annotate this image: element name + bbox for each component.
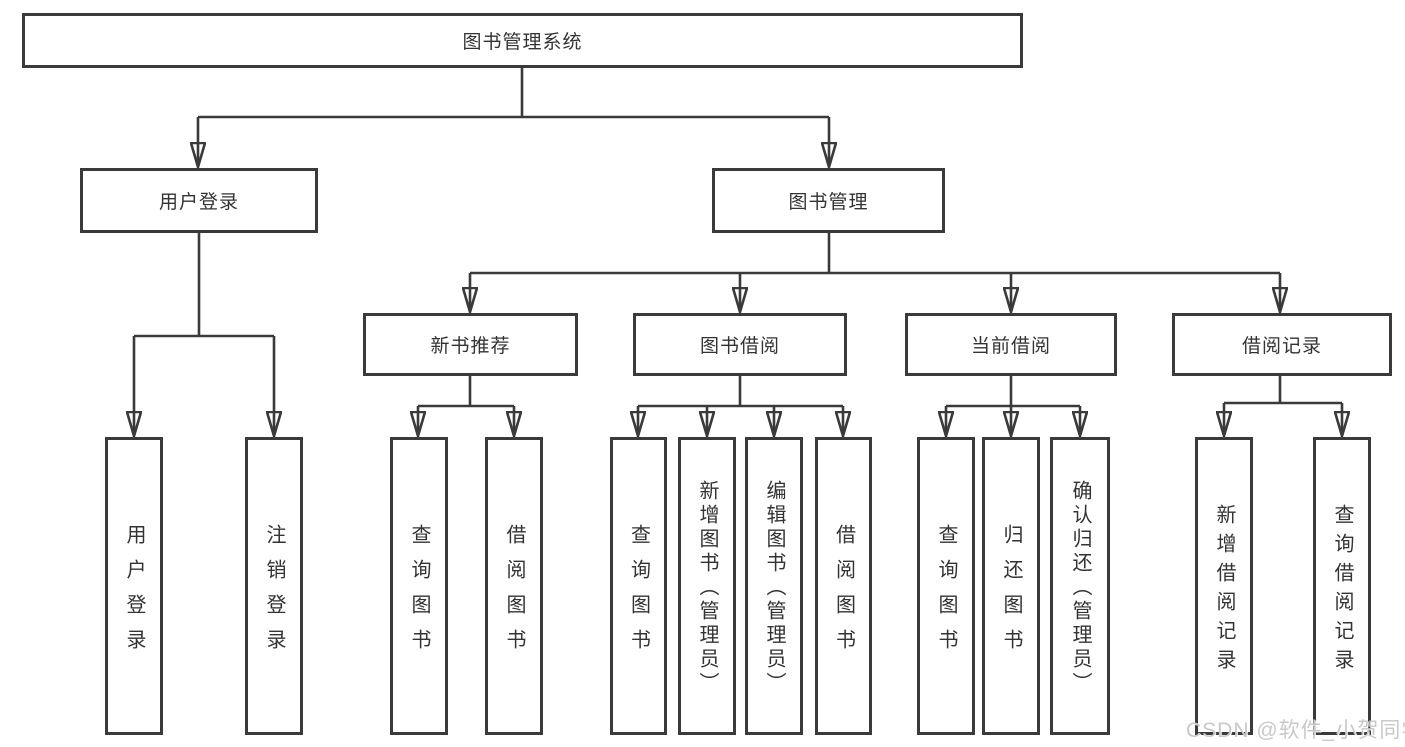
book-management-label: 图书管理 (788, 192, 869, 213)
node-user-login: 用户登录 (80, 168, 318, 233)
node-borrowing-records: 借阅记录 (1172, 313, 1392, 376)
query-books-current-label: 查询图书 (935, 523, 957, 664)
borrowing-records-label: 借阅记录 (1241, 336, 1322, 357)
node-query-books-borrowing: 查询图书 (610, 437, 667, 735)
edit-books-admin-label: 编辑图书（管理员） (763, 480, 785, 696)
csdn-watermark: CSDN @软件_小贺同学 (1186, 719, 1405, 742)
node-current-borrowing: 当前借阅 (905, 313, 1117, 376)
add-books-admin-label: 新增图书（管理员） (696, 480, 718, 696)
node-add-borrow-record: 新增借阅记录 (1195, 437, 1253, 735)
node-borrow-books-borrowing: 借阅图书 (815, 437, 872, 735)
node-return-books: 归还图书 (982, 437, 1040, 735)
node-confirm-return-admin: 确认归还（管理员） (1050, 437, 1110, 735)
node-book-management: 图书管理 (712, 168, 945, 233)
node-login-leaf: 用户登录 (105, 437, 163, 735)
add-borrow-record-label: 新增借阅记录 (1213, 503, 1235, 678)
borrow-books-recommend-label: 借阅图书 (503, 523, 525, 664)
login-leaf-label: 用户登录 (123, 523, 145, 664)
book-borrowing-label: 图书借阅 (699, 336, 780, 357)
query-borrow-record-label: 查询借阅记录 (1331, 503, 1353, 678)
borrow-books-borrowing-label: 借阅图书 (832, 523, 855, 664)
node-book-borrowing: 图书借阅 (633, 313, 847, 376)
node-query-books-recommend: 查询图书 (390, 437, 448, 735)
confirm-return-admin-label: 确认归还（管理员） (1069, 480, 1091, 696)
new-book-recommend-label: 新书推荐 (430, 336, 511, 357)
node-borrow-books-recommend: 借阅图书 (485, 437, 543, 735)
query-books-recommend-label: 查询图书 (408, 523, 430, 664)
node-edit-books-admin: 编辑图书（管理员） (745, 437, 803, 735)
root-label: 图书管理系统 (462, 32, 583, 53)
current-borrowing-label: 当前借阅 (970, 336, 1051, 357)
logout-leaf-label: 注销登录 (263, 523, 285, 664)
return-books-label: 归还图书 (1000, 523, 1022, 664)
node-logout-leaf: 注销登录 (245, 437, 303, 735)
node-query-borrow-record: 查询借阅记录 (1313, 437, 1371, 735)
node-query-books-current: 查询图书 (917, 437, 975, 735)
user-login-label: 用户登录 (158, 192, 239, 213)
node-new-book-recommend: 新书推荐 (363, 313, 578, 376)
node-root: 图书管理系统 (22, 13, 1023, 68)
query-books-borrowing-label: 查询图书 (627, 523, 650, 664)
node-add-books-admin: 新增图书（管理员） (678, 437, 736, 735)
